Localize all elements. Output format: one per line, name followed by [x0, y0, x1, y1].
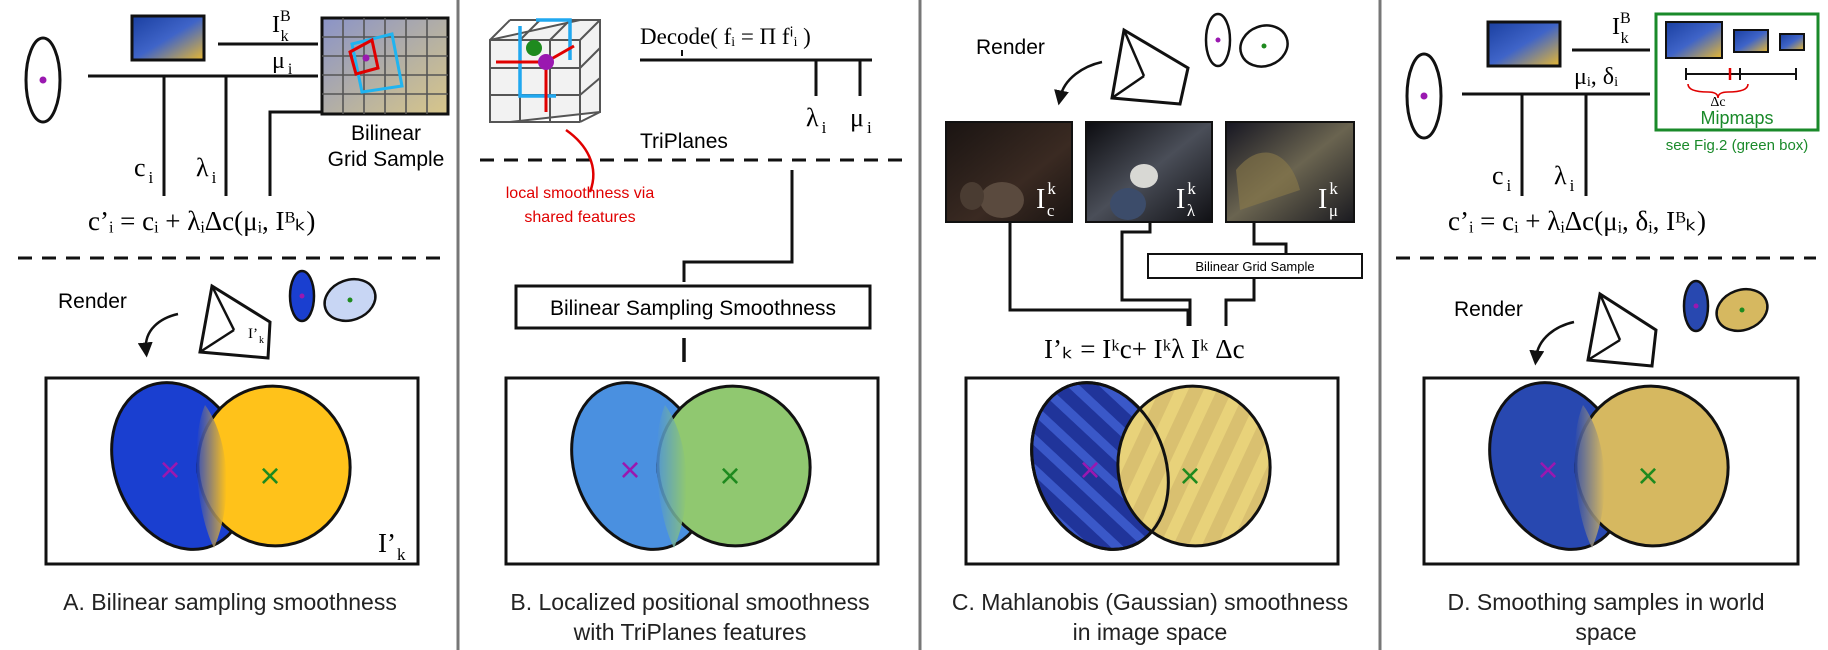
local-smoothness-label: local smoothness via	[506, 185, 655, 202]
panel-caption: in image space	[1073, 619, 1228, 645]
equation: c’ᵢ = cᵢ + λᵢΔc(μᵢ, δᵢ, Iᴮₖ)	[1448, 206, 1706, 236]
canvas-label: I’k	[378, 528, 406, 564]
mu-delta-label: μᵢ, δᵢ	[1574, 64, 1618, 90]
local-smoothness-label: shared features	[524, 209, 635, 226]
equation: I’ₖ = Iᵏc+ Iᵏλ Iᵏ Δc	[1044, 334, 1245, 364]
render-label: Render	[1454, 298, 1523, 321]
image-thumbnail	[1486, 20, 1562, 68]
equation: c’ᵢ = cᵢ + λᵢΔc(μᵢ, Iᴮₖ)	[88, 206, 315, 236]
triplanes-label: TriPlanes	[640, 130, 728, 153]
blue-center-mark: ×	[1537, 449, 1558, 490]
tan-center-mark: ×	[1637, 455, 1658, 496]
render-arrow	[1529, 320, 1575, 366]
panel-caption: space	[1575, 619, 1636, 645]
sample-quad-red	[348, 37, 380, 76]
gaussian-textured-yellow	[1116, 384, 1272, 548]
render-arrow	[1054, 60, 1103, 106]
gaussian-overlap	[1574, 405, 1605, 548]
bilinear-sampling-box	[514, 284, 872, 330]
mipmaps-label: Mipmaps	[1700, 108, 1773, 128]
grid-sample-box	[1147, 253, 1363, 279]
camera-icon	[198, 283, 272, 360]
panel-caption: A. Bilinear sampling smoothness	[63, 589, 397, 615]
render-arrow	[137, 312, 179, 358]
feature-point-purple	[538, 54, 554, 70]
mipmap-level-0	[1665, 21, 1723, 59]
feature-point-green	[526, 40, 542, 56]
gaussian-center-dot	[39, 76, 47, 84]
yellow-center-mark: ×	[1179, 455, 1200, 496]
triplane-line-blue	[518, 26, 556, 98]
grid-sample-label: Bilinear Grid Sample	[1195, 259, 1314, 274]
camera-label: I’k	[248, 326, 264, 346]
annotation-curve	[565, 128, 595, 193]
grid-sample-label: Bilinear	[351, 122, 421, 145]
render-label: Render	[976, 36, 1045, 59]
grid-sample-label: Grid Sample	[328, 148, 445, 171]
gaussian-center-dot	[1420, 92, 1428, 100]
render-label: Render	[58, 290, 127, 313]
camera-icon	[1110, 27, 1190, 106]
blue-center-mark: ×	[619, 449, 640, 490]
sample-quad-blue	[350, 32, 404, 94]
green-center-mark: ×	[719, 455, 740, 496]
see-fig-label: see Fig.2 (green box)	[1666, 137, 1809, 154]
yellow-center-mark: ×	[259, 455, 280, 496]
panel-caption: C. Mahlanobis (Gaussian) smoothness	[952, 589, 1348, 615]
panel-caption: with TriPlanes features	[573, 619, 807, 645]
mipmap-level-1	[1733, 29, 1769, 53]
gaussian-overlap	[656, 405, 687, 548]
panel-caption: B. Localized positional smoothness	[510, 589, 869, 615]
bilinear-sampling-label: Bilinear Sampling Smoothness	[550, 297, 836, 320]
camera-icon	[1586, 291, 1658, 368]
decode-label: Decode( fᵢ = Π fⁱᵢ )	[640, 24, 811, 49]
blue-center-mark: ×	[159, 449, 180, 490]
blue-center-mark: ×	[1079, 449, 1100, 490]
mipmap-level-2	[1779, 33, 1805, 51]
panel-caption: D. Smoothing samples in world	[1447, 589, 1764, 615]
delta-c-label: Δc	[1710, 95, 1725, 110]
image-thumbnail	[130, 14, 206, 62]
gaussian-overlap	[196, 405, 227, 548]
